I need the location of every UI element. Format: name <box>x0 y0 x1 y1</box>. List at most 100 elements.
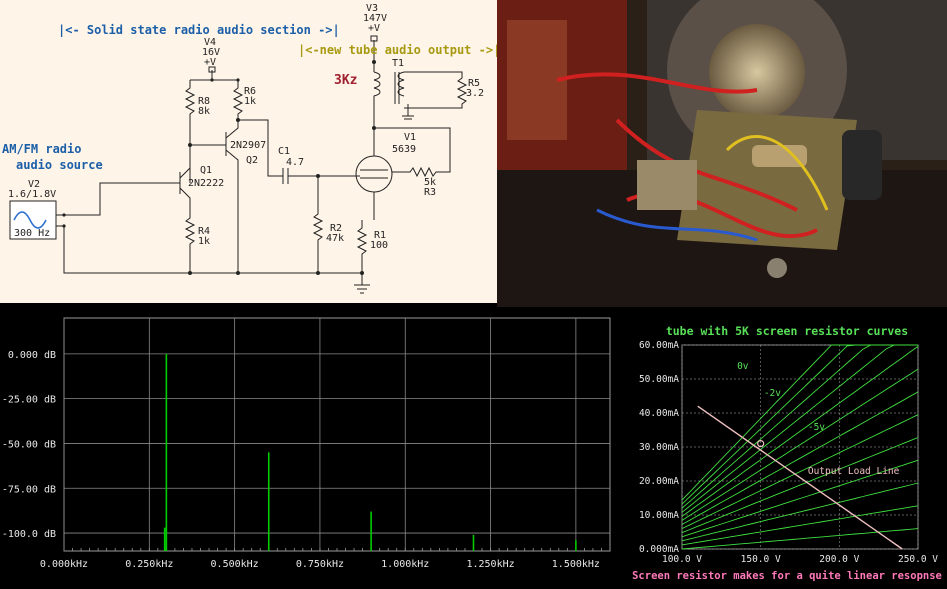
v4-value: 16V <box>202 47 220 58</box>
r6-resistor <box>232 80 244 118</box>
r1-value: 100 <box>370 240 388 251</box>
r6-name: R6 <box>244 86 256 97</box>
heading-tube: |<-new tube audio output ->| <box>298 43 497 57</box>
curves-y-tick-label: 10.00mA <box>639 510 679 521</box>
r6-value: 1k <box>244 96 256 107</box>
q2-transistor <box>190 118 239 273</box>
r4-value: 1k <box>198 236 210 247</box>
sine-wave-icon <box>13 211 47 229</box>
r5-value: 3.2 <box>466 88 484 99</box>
grid-label-0v: 0v <box>737 361 749 372</box>
grid-label-5v: -5v <box>808 422 825 433</box>
v2-name: V2 <box>28 179 40 190</box>
spectrum-y-tick-label: -75.00 dB <box>2 484 56 495</box>
plate-curve <box>681 344 918 501</box>
spectrum-x-tick-label: 1.500kHz <box>552 559 600 570</box>
plate-curve <box>681 459 919 538</box>
plate-curve <box>681 482 919 542</box>
spectrum-x-tick-label: 0.000kHz <box>40 559 88 570</box>
v4-plus: +V <box>204 57 216 68</box>
v3-name: V3 <box>366 3 378 14</box>
plate-curve <box>681 344 918 513</box>
spectrum-x-tick-label: 1.250kHz <box>466 559 514 570</box>
schematic-diagram: |<- Solid state radio audio section ->| … <box>2 3 500 294</box>
r8-value: 8k <box>198 106 210 117</box>
c1-name: C1 <box>278 146 290 157</box>
spectrum-y-tick-label: -25.00 dB <box>2 395 56 406</box>
plate-curve <box>681 391 919 525</box>
r3-name: R3 <box>424 187 436 198</box>
v3-value: 147V <box>363 13 387 24</box>
c1-capacitor <box>278 168 360 184</box>
load-line-label: Output Load Line <box>808 466 900 477</box>
ground-icon <box>354 284 370 294</box>
r4-resistor <box>184 212 196 273</box>
q1-transistor <box>174 160 191 212</box>
spectrum-x-tick-label: 0.500kHz <box>211 559 259 570</box>
grid-label-2v: -2v <box>764 388 781 399</box>
plate-curve <box>681 368 919 521</box>
tube-curves-chart: tube with 5K screen resistor curves 100.0… <box>632 324 942 582</box>
plate-curve <box>681 505 919 546</box>
t1-transformer <box>373 71 381 128</box>
curves-y-tick-label: 0.000mA <box>639 544 679 555</box>
curves-y-tick-label: 20.00mA <box>639 476 679 487</box>
c1-value: 4.7 <box>286 157 304 168</box>
curves-x-tick-label: 200.0 V <box>819 554 859 565</box>
spectrum-y-tick-label: -50.00 dB <box>2 439 56 450</box>
r3-resistor <box>374 127 451 178</box>
r5-name: R5 <box>468 78 480 89</box>
source-label-line1: AM/FM radio <box>2 142 81 156</box>
source-label-line2: audio source <box>16 158 103 172</box>
r3-value: 5k <box>424 177 436 188</box>
curves-x-tick-label: 100.0 V <box>662 554 702 565</box>
spectrum-plot-frame <box>63 317 611 552</box>
spectrum-y-tick-label: 0.000 dB <box>8 350 56 361</box>
curves-y-tick-label: 60.00mA <box>639 340 679 351</box>
plate-curve <box>681 414 919 530</box>
spectrum-x-tick-label: 1.000kHz <box>381 559 429 570</box>
output-load-line <box>697 405 903 550</box>
r8-name: R8 <box>198 96 210 107</box>
r2-value: 47k <box>326 233 344 244</box>
r1-name: R1 <box>374 230 386 241</box>
curves-y-tick-label: 30.00mA <box>639 442 679 453</box>
v1-name: V1 <box>404 132 416 143</box>
operating-point-marker <box>757 440 765 448</box>
spectrum-chart: 0.000kHz 0.250kHz 0.500kHz 0.750kHz 1.000kHz… <box>2 317 611 570</box>
v2-freq: 300 Hz <box>14 228 50 239</box>
q2-part: 2N2907 <box>230 140 266 151</box>
v2-value: 1.6/1.8V <box>8 189 56 200</box>
r4-name: R4 <box>198 226 210 237</box>
tube-curves-panel: tube with 5K screen resistor curves 100.0… <box>627 307 947 585</box>
spectrum-chart-panel: 0.000kHz 0.250kHz 0.500kHz 0.750kHz 1.000kHz… <box>0 307 627 585</box>
q1-part: 2N2222 <box>188 178 224 189</box>
curves-title: tube with 5K screen resistor curves <box>666 324 908 338</box>
spectrum-x-tick-label: 0.250kHz <box>125 559 173 570</box>
curves-y-tick-label: 40.00mA <box>639 408 679 419</box>
r5-resistor <box>404 71 468 109</box>
r8-resistor <box>184 80 196 183</box>
curves-x-tick-label: 150.0 V <box>741 554 781 565</box>
v2-source-box <box>9 200 57 240</box>
q1-name: Q1 <box>200 165 212 176</box>
chassis-photo <box>497 0 947 307</box>
v4-name: V4 <box>204 37 216 48</box>
curves-x-tick-label: 250.0 V <box>898 554 938 565</box>
plate-curve <box>681 437 919 534</box>
v3-plus: +V <box>368 23 380 34</box>
r1-resistor <box>356 220 368 285</box>
v1-part: 5639 <box>392 144 416 155</box>
schematic-panel: |<- Solid state radio audio section ->| … <box>0 0 500 303</box>
heading-solid-state: |<- Solid state radio audio section ->| <box>58 23 340 37</box>
r2-resistor <box>312 176 324 273</box>
r2-name: R2 <box>330 223 342 234</box>
chassis-photo-illustration <box>497 0 947 307</box>
curves-y-tick-label: 50.00mA <box>639 374 679 385</box>
spectrum-y-tick-label: -100.0 dB <box>2 529 56 540</box>
q2-name: Q2 <box>246 155 258 166</box>
spectrum-x-tick-label: 0.750kHz <box>296 559 344 570</box>
curves-caption: Screen resistor makes for a quite linear… <box>632 570 942 582</box>
t1-name: T1 <box>392 58 404 69</box>
plate-curve <box>681 346 919 517</box>
